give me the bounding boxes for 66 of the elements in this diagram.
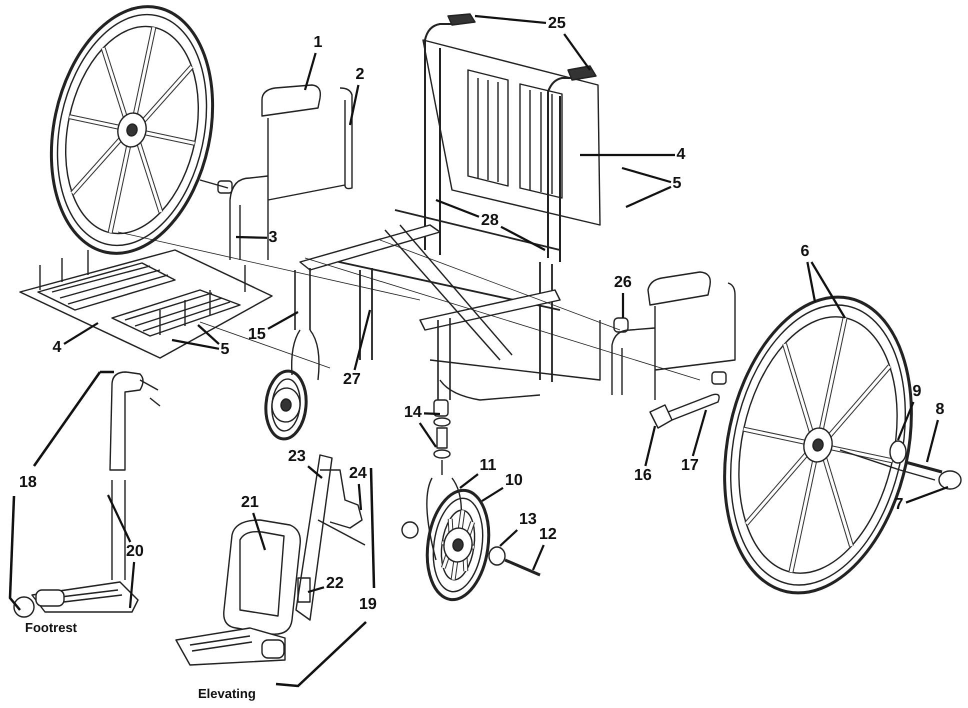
leader-line (358, 484, 362, 510)
callout-number: 21 (241, 494, 259, 512)
callout-number: 14 (404, 404, 422, 422)
callout-number: 13 (519, 511, 537, 529)
leader-line (906, 486, 948, 504)
leader-line (348, 84, 360, 126)
callout-number: 16 (634, 467, 652, 485)
callout-number: 28 (481, 212, 499, 230)
callout-number: 17 (681, 457, 699, 475)
leader-line (63, 322, 99, 345)
callout-number: 1 (314, 34, 322, 52)
leader-line (532, 544, 545, 570)
callout-number: 4 (52, 339, 62, 357)
leader-line (308, 586, 324, 594)
leader-line (580, 154, 675, 156)
leader-line (481, 486, 504, 502)
leader-line (304, 52, 317, 90)
leader-line (692, 410, 708, 456)
leader-line (197, 324, 220, 345)
callout-number: 22 (326, 575, 344, 593)
callout-number: 20 (126, 543, 144, 561)
callout-number: 25 (548, 15, 566, 33)
leader-line (622, 166, 672, 184)
callout-number: 26 (614, 274, 632, 292)
callout-number: 23 (288, 448, 306, 466)
callout-number: 15 (248, 326, 266, 344)
leader-line (500, 226, 546, 251)
leader-line (436, 198, 480, 218)
callout-number: 19 (359, 596, 377, 614)
callout-number: 5 (220, 341, 230, 359)
leader-line (563, 33, 591, 71)
callout-number: 27 (343, 371, 361, 389)
leader-line (459, 473, 479, 489)
leader-line (644, 426, 656, 466)
leader-line (810, 261, 846, 319)
callout-number: 6 (800, 243, 810, 261)
leader-line (418, 422, 437, 448)
callout-number: 18 (19, 474, 37, 492)
leader-line (499, 529, 518, 547)
callout-number: 2 (356, 66, 364, 84)
leader-line (252, 512, 266, 550)
leader-line (354, 310, 372, 370)
callout-number: 7 (894, 496, 904, 514)
leader-line (806, 262, 816, 302)
callout-number: 4 (676, 146, 686, 164)
callout-number: 24 (349, 465, 367, 483)
leader-line (267, 311, 299, 330)
leader-line (128, 562, 136, 608)
leader-line (926, 420, 939, 462)
callout-number: 8 (936, 401, 944, 419)
callout-number: 11 (480, 457, 496, 475)
leader-line (424, 412, 440, 416)
caption-label: Elevating (198, 686, 256, 702)
leader-line (622, 293, 624, 318)
leader-line (307, 465, 323, 479)
leader-line (626, 186, 672, 208)
callout-number: 12 (539, 526, 557, 544)
leader-line (107, 494, 132, 542)
callout-number: 3 (268, 229, 278, 247)
leader-line (474, 14, 546, 24)
leader-line (236, 236, 268, 239)
callout-number: 10 (505, 472, 523, 490)
callout-number: 5 (672, 175, 682, 193)
callout-number: 9 (912, 383, 922, 401)
leader-line (172, 338, 220, 350)
caption-label: Footrest (25, 620, 77, 636)
